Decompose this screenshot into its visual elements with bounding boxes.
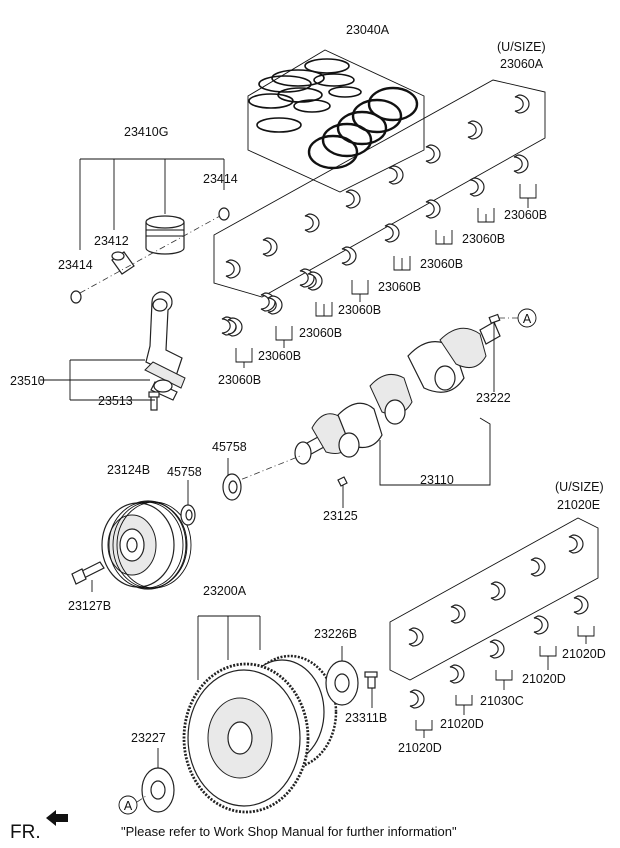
front-label: FR. bbox=[10, 822, 41, 843]
label-23412: 23412 bbox=[94, 234, 129, 248]
thrust-bearing-panel bbox=[389, 517, 599, 738]
crank-axis-line bbox=[229, 455, 301, 485]
label-45758-a: 45758 bbox=[212, 440, 247, 454]
label-23124b: 23124B bbox=[107, 463, 150, 477]
conrod-leader-lines bbox=[40, 359, 155, 401]
label-45758-b: 45758 bbox=[167, 465, 202, 479]
piston-pin bbox=[111, 251, 135, 275]
piston-ring-panel bbox=[247, 49, 425, 193]
flywheel-leader-lines bbox=[197, 615, 261, 680]
key bbox=[337, 476, 348, 487]
label-23125: 23125 bbox=[323, 509, 358, 523]
conrod-bearing-shells bbox=[227, 271, 323, 337]
label-23414-right: 23414 bbox=[203, 172, 238, 186]
label-23110: 23110 bbox=[420, 473, 454, 487]
conrod-bearing-leaders bbox=[235, 184, 537, 368]
snap-ring-left bbox=[70, 290, 82, 304]
label-23060b-1: 23060B bbox=[504, 208, 547, 222]
label-23410g: 23410G bbox=[124, 125, 168, 139]
piston-leader-lines bbox=[79, 158, 225, 250]
footer-note: "Please refer to Work Shop Manual for fu… bbox=[121, 824, 457, 839]
snap-ring-right bbox=[218, 207, 230, 221]
label-23060b-7: 23060B bbox=[258, 349, 301, 363]
label-21020d-1: 21020D bbox=[562, 647, 606, 661]
label-23060b-2: 23060B bbox=[462, 232, 505, 246]
ref-a-bottom-text: A bbox=[124, 799, 133, 813]
conrod-bolt bbox=[148, 391, 160, 411]
damper-pulley bbox=[101, 500, 192, 590]
label-23227: 23227 bbox=[131, 731, 166, 745]
label-23060b-5: 23060B bbox=[338, 303, 381, 317]
label-23513: 23513 bbox=[98, 394, 133, 408]
label-23060b-8: 23060B bbox=[218, 373, 261, 387]
label-21020e: 21020E bbox=[557, 498, 600, 512]
crankshaft bbox=[294, 321, 501, 465]
crank-leader-lines bbox=[342, 322, 495, 508]
pulley-bolt bbox=[71, 561, 105, 585]
piston bbox=[145, 215, 185, 255]
label-21020d-4: 21020D bbox=[398, 741, 442, 755]
thrust-washer-a bbox=[222, 473, 242, 501]
ref-a-top-marker: A bbox=[517, 308, 537, 328]
pin-axis-line bbox=[79, 215, 221, 294]
label-23127b: 23127B bbox=[68, 599, 111, 613]
ref-a-top-text: A bbox=[523, 312, 532, 326]
label-23510: 23510 bbox=[10, 374, 45, 388]
ref-a-bottom-line bbox=[136, 795, 147, 803]
label-usize-thrust: (U/SIZE) bbox=[555, 480, 604, 494]
front-arrow-icon bbox=[46, 810, 68, 826]
flywheel bbox=[182, 654, 338, 814]
dowel-pin bbox=[488, 313, 501, 324]
part-labels: 23040A (U/SIZE) 23060A 23410G 23414 2341… bbox=[10, 23, 606, 755]
connecting-rod bbox=[144, 291, 186, 401]
label-23060b-4: 23060B bbox=[378, 280, 421, 294]
adapter-plate bbox=[325, 660, 359, 706]
label-23226b: 23226B bbox=[314, 627, 357, 641]
label-23222: 23222 bbox=[476, 391, 511, 405]
label-23060b-3: 23060B bbox=[420, 257, 463, 271]
label-23311b: 23311B bbox=[345, 711, 387, 725]
ref-a-bottom-marker: A bbox=[118, 795, 138, 815]
spacer bbox=[141, 767, 175, 813]
flywheel-bolt bbox=[364, 671, 378, 689]
label-21030c: 21030C bbox=[480, 694, 524, 708]
label-23414-left: 23414 bbox=[58, 258, 93, 272]
pulley-washer bbox=[180, 504, 196, 526]
label-21020d-3: 21020D bbox=[440, 717, 484, 731]
label-23060b-6: 23060B bbox=[299, 326, 342, 340]
label-23040a: 23040A bbox=[346, 23, 390, 37]
label-21020d-2: 21020D bbox=[522, 672, 566, 686]
label-usize-main: (U/SIZE) bbox=[497, 40, 546, 54]
label-23200a: 23200A bbox=[203, 584, 247, 598]
label-23060a: 23060A bbox=[500, 57, 544, 71]
